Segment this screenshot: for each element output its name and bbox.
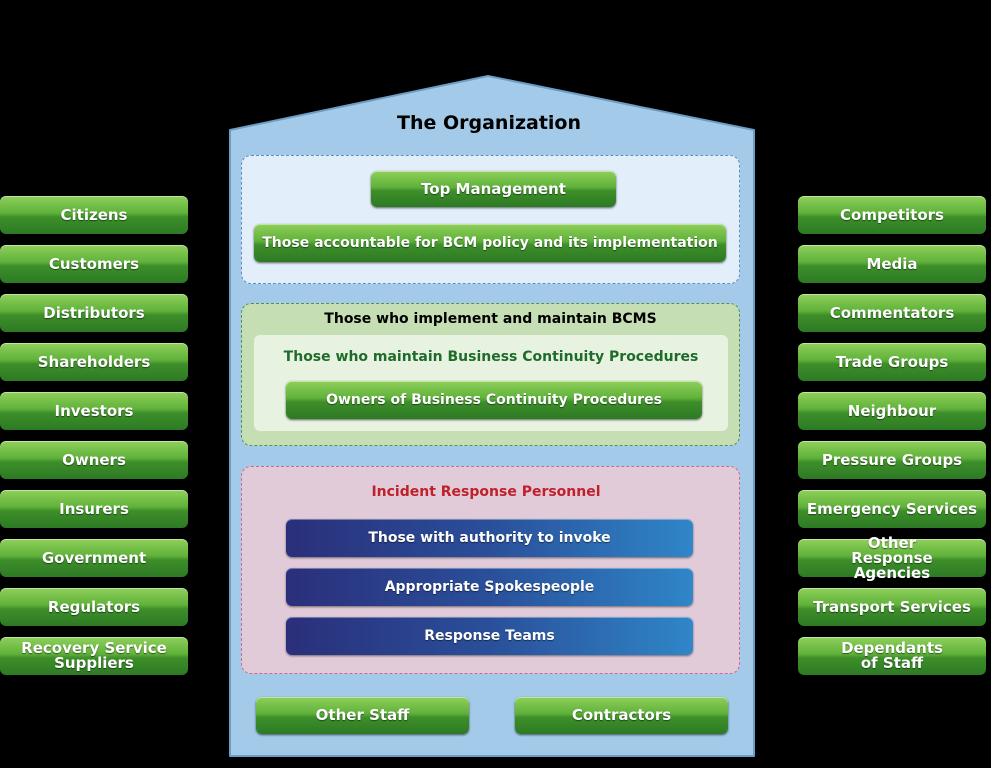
stakeholder-other-response-agencies[interactable]: Other Response Agencies: [798, 535, 986, 580]
stakeholder-citizens[interactable]: Citizens: [0, 196, 188, 234]
spokespeople-button[interactable]: Appropriate Spokespeople: [286, 568, 693, 606]
bcms-heading: Those who implement and maintain BCMS: [324, 311, 657, 327]
stakeholder-regulators[interactable]: Regulators: [0, 588, 188, 626]
stakeholder-trade-groups[interactable]: Trade Groups: [798, 343, 986, 381]
stakeholder-investors[interactable]: Investors: [0, 392, 188, 430]
stakeholder-pressure-groups[interactable]: Pressure Groups: [798, 441, 986, 479]
stakeholder-competitors[interactable]: Competitors: [798, 196, 986, 234]
incident-response-heading: Incident Response Personnel: [371, 484, 601, 500]
accountable-bcm-policy-button[interactable]: Those accountable for BCM policy and its…: [254, 224, 726, 262]
stakeholder-shareholders[interactable]: Shareholders: [0, 343, 188, 381]
stakeholder-transport-services[interactable]: Transport Services: [798, 588, 986, 626]
stakeholder-owners[interactable]: Owners: [0, 441, 188, 479]
stakeholder-dependants-of-staff[interactable]: Dependants of Staff: [798, 637, 986, 675]
stakeholder-government[interactable]: Government: [0, 539, 188, 577]
other-staff-button[interactable]: Other Staff: [256, 697, 469, 734]
contractors-button[interactable]: Contractors: [515, 697, 728, 734]
bcms-sub-heading: Those who maintain Business Continuity P…: [283, 349, 699, 365]
stakeholder-distributors[interactable]: Distributors: [0, 294, 188, 332]
response-teams-button[interactable]: Response Teams: [286, 617, 693, 655]
owners-bcp-button[interactable]: Owners of Business Continuity Procedures: [286, 381, 702, 419]
stakeholder-commentators[interactable]: Commentators: [798, 294, 986, 332]
top-management-button[interactable]: Top Management: [371, 171, 616, 207]
stakeholder-neighbour[interactable]: Neighbour: [798, 392, 986, 430]
stakeholder-media[interactable]: Media: [798, 245, 986, 283]
authority-to-invoke-button[interactable]: Those with authority to invoke: [286, 519, 693, 557]
organization-title: The Organization: [396, 112, 582, 134]
stakeholder-insurers[interactable]: Insurers: [0, 490, 188, 528]
stakeholder-customers[interactable]: Customers: [0, 245, 188, 283]
stakeholder-recovery-service-suppliers[interactable]: Recovery Service Suppliers: [0, 637, 188, 675]
stakeholder-emergency-services[interactable]: Emergency Services: [798, 490, 986, 528]
